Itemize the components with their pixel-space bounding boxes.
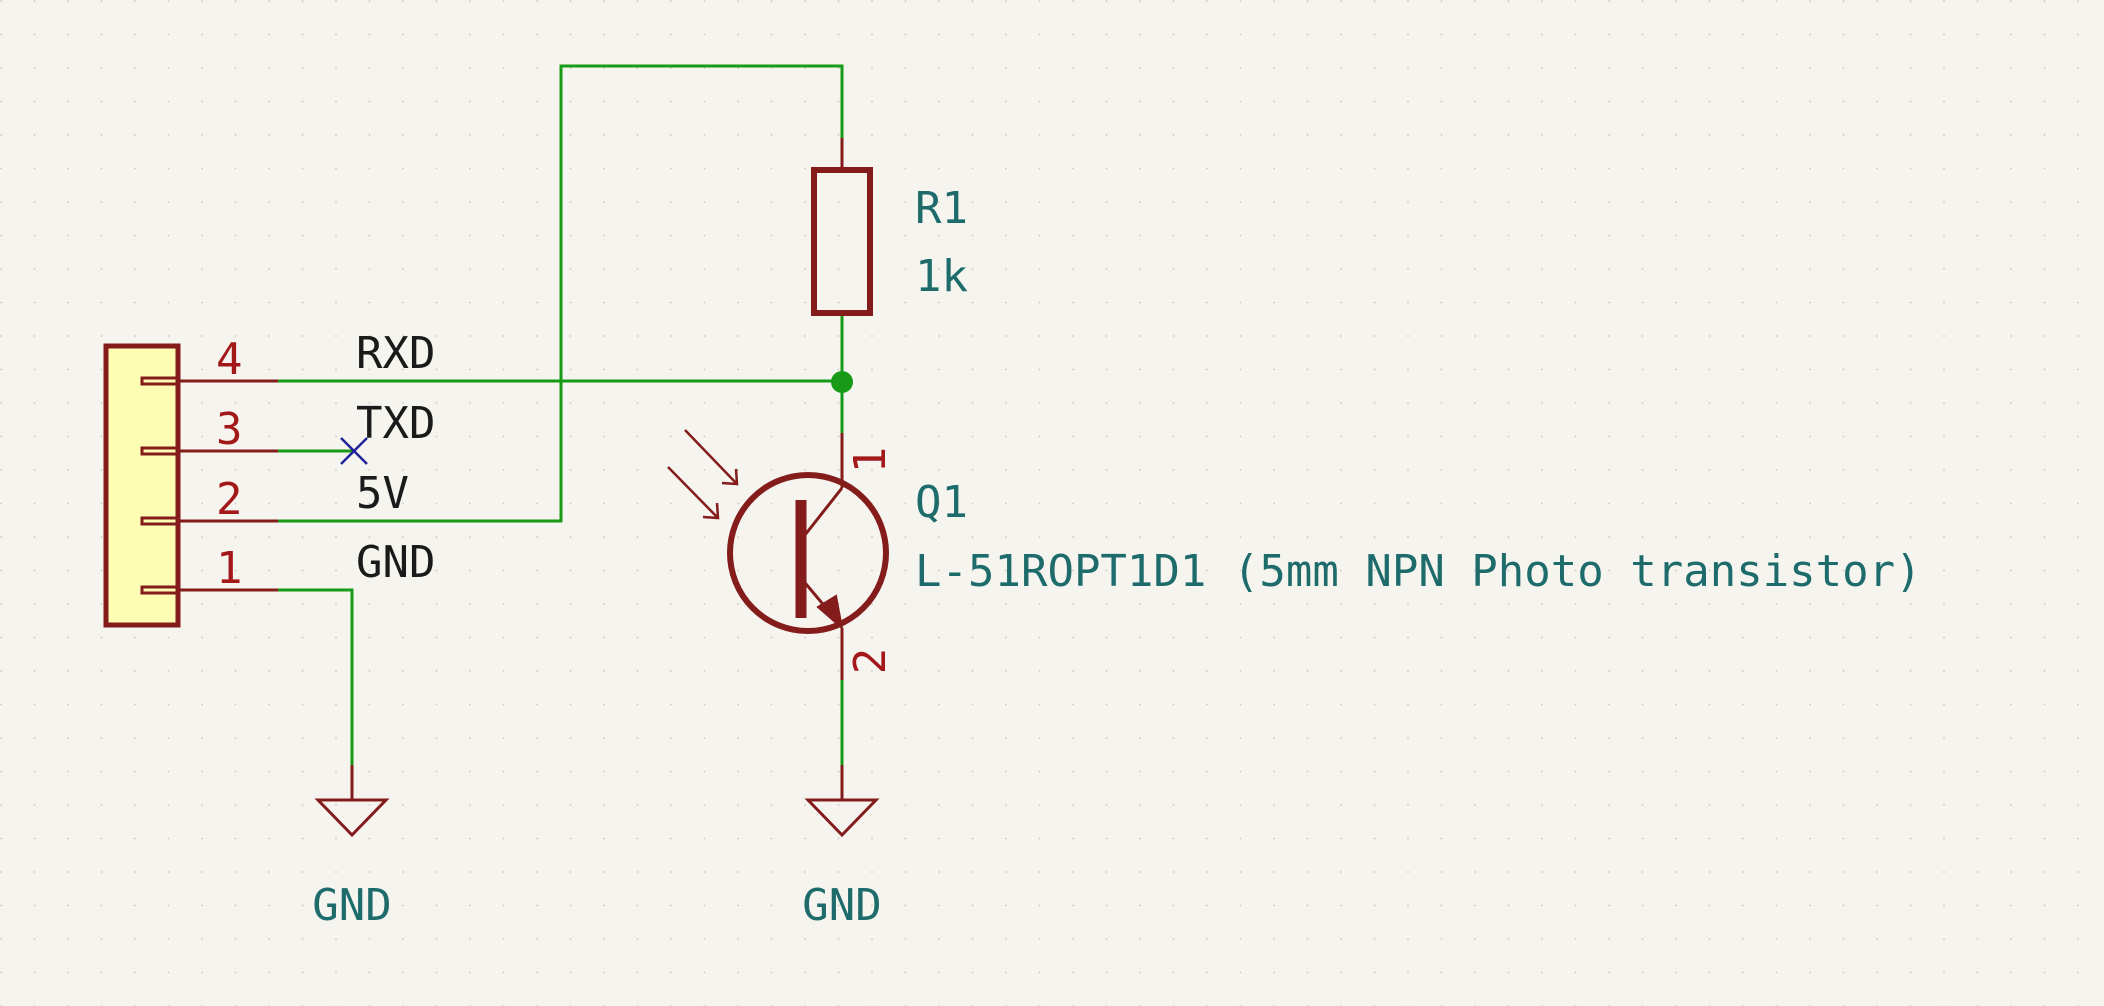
q1-pin-number-2: 2	[845, 648, 896, 675]
light-arrows-icon	[667, 429, 739, 520]
net-label-rxd: RXD	[356, 328, 435, 379]
net-label-txd: TXD	[356, 398, 435, 449]
ground-symbol-right[interactable]: GND	[802, 765, 882, 931]
no-connect-icon	[340, 437, 368, 465]
pin-number-3: 3	[216, 404, 243, 455]
q1-collector-line	[799, 487, 844, 541]
r1-body	[811, 167, 873, 316]
wire-5v[interactable]	[276, 64, 844, 523]
ground-symbol-left[interactable]: GND	[312, 765, 392, 931]
junction-dot	[831, 371, 853, 393]
pin-number-4: 4	[216, 334, 243, 385]
wires	[276, 64, 844, 767]
pin-number-2: 2	[216, 474, 243, 525]
resistor-r1[interactable]: R1 1k	[811, 138, 968, 316]
q1-emitter-arrow-icon	[816, 594, 844, 631]
q1-body-circle	[727, 472, 889, 634]
ground-icon	[804, 765, 880, 838]
q1-reference: Q1	[915, 477, 968, 528]
net-label-5v: 5V	[356, 468, 409, 519]
connector-body	[103, 343, 181, 628]
wire-gnd-connector[interactable]	[276, 588, 354, 767]
ground-icon	[314, 765, 390, 838]
ground-label-left: GND	[312, 880, 391, 931]
q1-pin-number-1: 1	[845, 447, 896, 474]
phototransistor-q1[interactable]: 1 2 Q1 L-51ROPT1D1 (5mm NPN Photo transi…	[667, 429, 1922, 680]
ground-label-right: GND	[802, 880, 881, 931]
net-label-gnd: GND	[356, 537, 435, 588]
q1-value: L-51ROPT1D1 (5mm NPN Photo transistor)	[915, 546, 1922, 597]
pin-number-1: 1	[216, 543, 243, 594]
r1-reference: R1	[915, 183, 968, 234]
r1-value: 1k	[915, 251, 968, 302]
connector-pins	[140, 376, 278, 595]
connector-4pin[interactable]: 4 3 2 1 RXD TXD 5V GND	[103, 328, 435, 628]
